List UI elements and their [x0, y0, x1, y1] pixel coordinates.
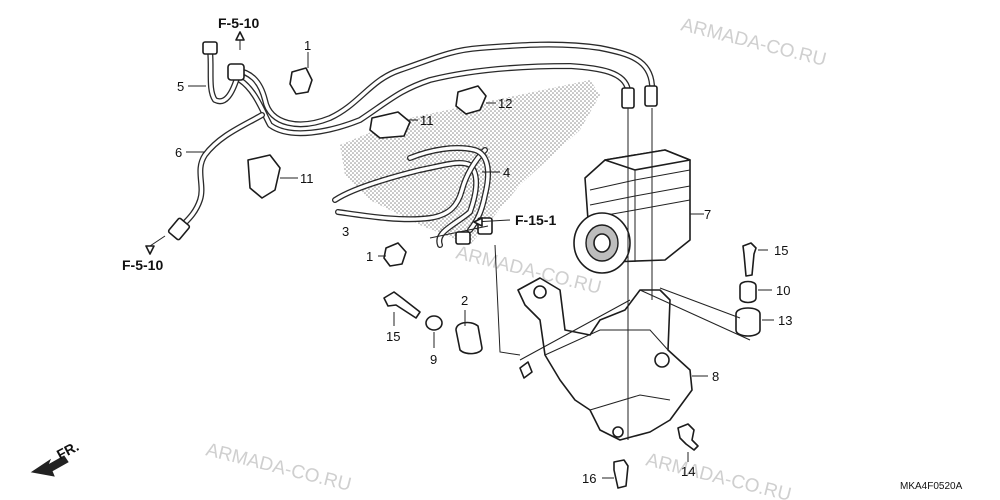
callout-16: 16 [582, 471, 596, 486]
flange-bolt-left [383, 291, 421, 319]
diagram-code: MKA4F0520A [900, 481, 963, 492]
pipe-clamp-lower [247, 154, 281, 199]
brake-pipe-assembly [167, 41, 658, 248]
callout-1-upper: 1 [304, 38, 311, 53]
callout-1-lower: 1 [366, 249, 373, 264]
callout-4: 4 [503, 165, 510, 180]
callout-5: 5 [177, 79, 184, 94]
abs-modulator [573, 149, 691, 274]
pipe-clip-lower [383, 242, 407, 267]
collar [425, 315, 443, 331]
callout-11-upper: 11 [420, 113, 434, 128]
front-direction-indicator: FR. [30, 438, 81, 477]
collar-10 [739, 280, 757, 304]
rubber-mount-13 [735, 307, 761, 337]
flange-bolt-14 [677, 423, 699, 451]
flange-bolt-16 [613, 459, 629, 489]
ref-arrow-left [145, 245, 155, 255]
modulator-bracket [517, 277, 693, 441]
callout-12: 12 [498, 96, 512, 111]
callout-11-lower: 11 [300, 171, 314, 186]
ref-label-middle: F-15-1 [515, 212, 556, 228]
callout-3: 3 [342, 224, 349, 239]
callout-13: 13 [778, 313, 792, 328]
watermark-bottom-left: ARMADA-CO.RU [204, 439, 354, 495]
rubber-grommet [455, 321, 483, 355]
callout-6: 6 [175, 145, 182, 160]
ref-label-left: F-5-10 [122, 257, 163, 273]
callout-9: 9 [430, 352, 437, 367]
pipe-clamp-upper [369, 111, 411, 139]
pipe-clip-upper [289, 67, 313, 95]
watermark-top: ARMADA-CO.RU [679, 14, 829, 70]
ref-arrow-top [235, 31, 245, 41]
ref-arrow-head [473, 217, 483, 227]
callout-10: 10 [776, 283, 790, 298]
callout-14: 14 [681, 464, 695, 479]
callout-15-right: 15 [774, 243, 788, 258]
callout-2: 2 [461, 293, 468, 308]
callout-7: 7 [704, 207, 711, 222]
callout-15-left: 15 [386, 329, 400, 344]
callout-8: 8 [712, 369, 719, 384]
flange-bolt-right [742, 242, 757, 277]
ref-label-top: F-5-10 [218, 15, 259, 31]
callout-leaders [186, 52, 774, 479]
watermark-bottom-right: ARMADA-CO.RU [644, 449, 794, 500]
pipe-clamp-12 [455, 85, 487, 115]
